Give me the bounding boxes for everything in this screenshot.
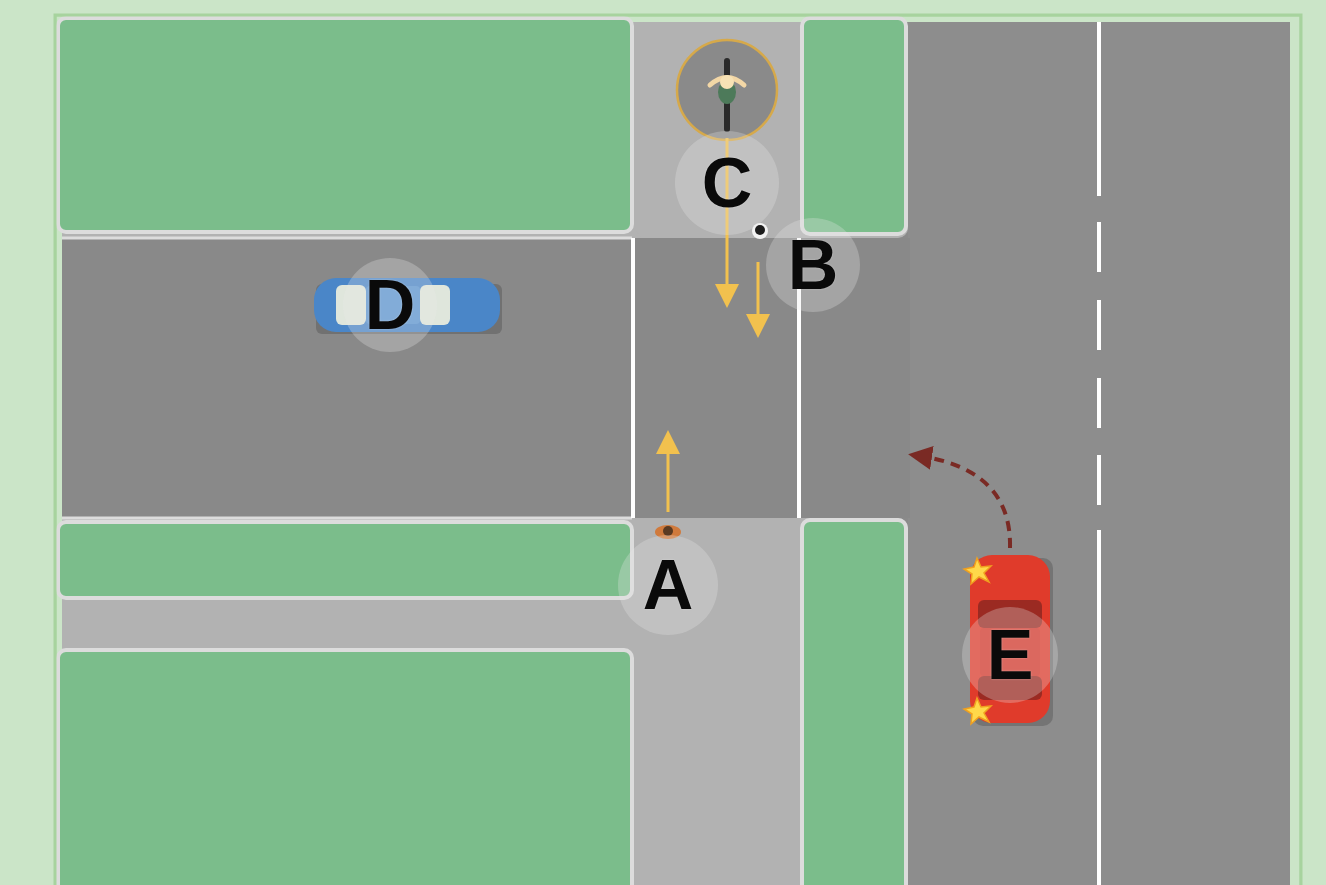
label-circle: A (618, 535, 718, 635)
label-circle: C (675, 131, 779, 235)
label-circle: E (962, 607, 1058, 703)
callout-letter: A (643, 550, 694, 620)
callout-letter: E (987, 620, 1034, 690)
label-circle: B (766, 218, 860, 312)
callout-letter: C (702, 148, 753, 218)
callout-letter: D (365, 270, 416, 340)
callout-letter: B (788, 230, 839, 300)
label-circle: D (343, 258, 437, 352)
